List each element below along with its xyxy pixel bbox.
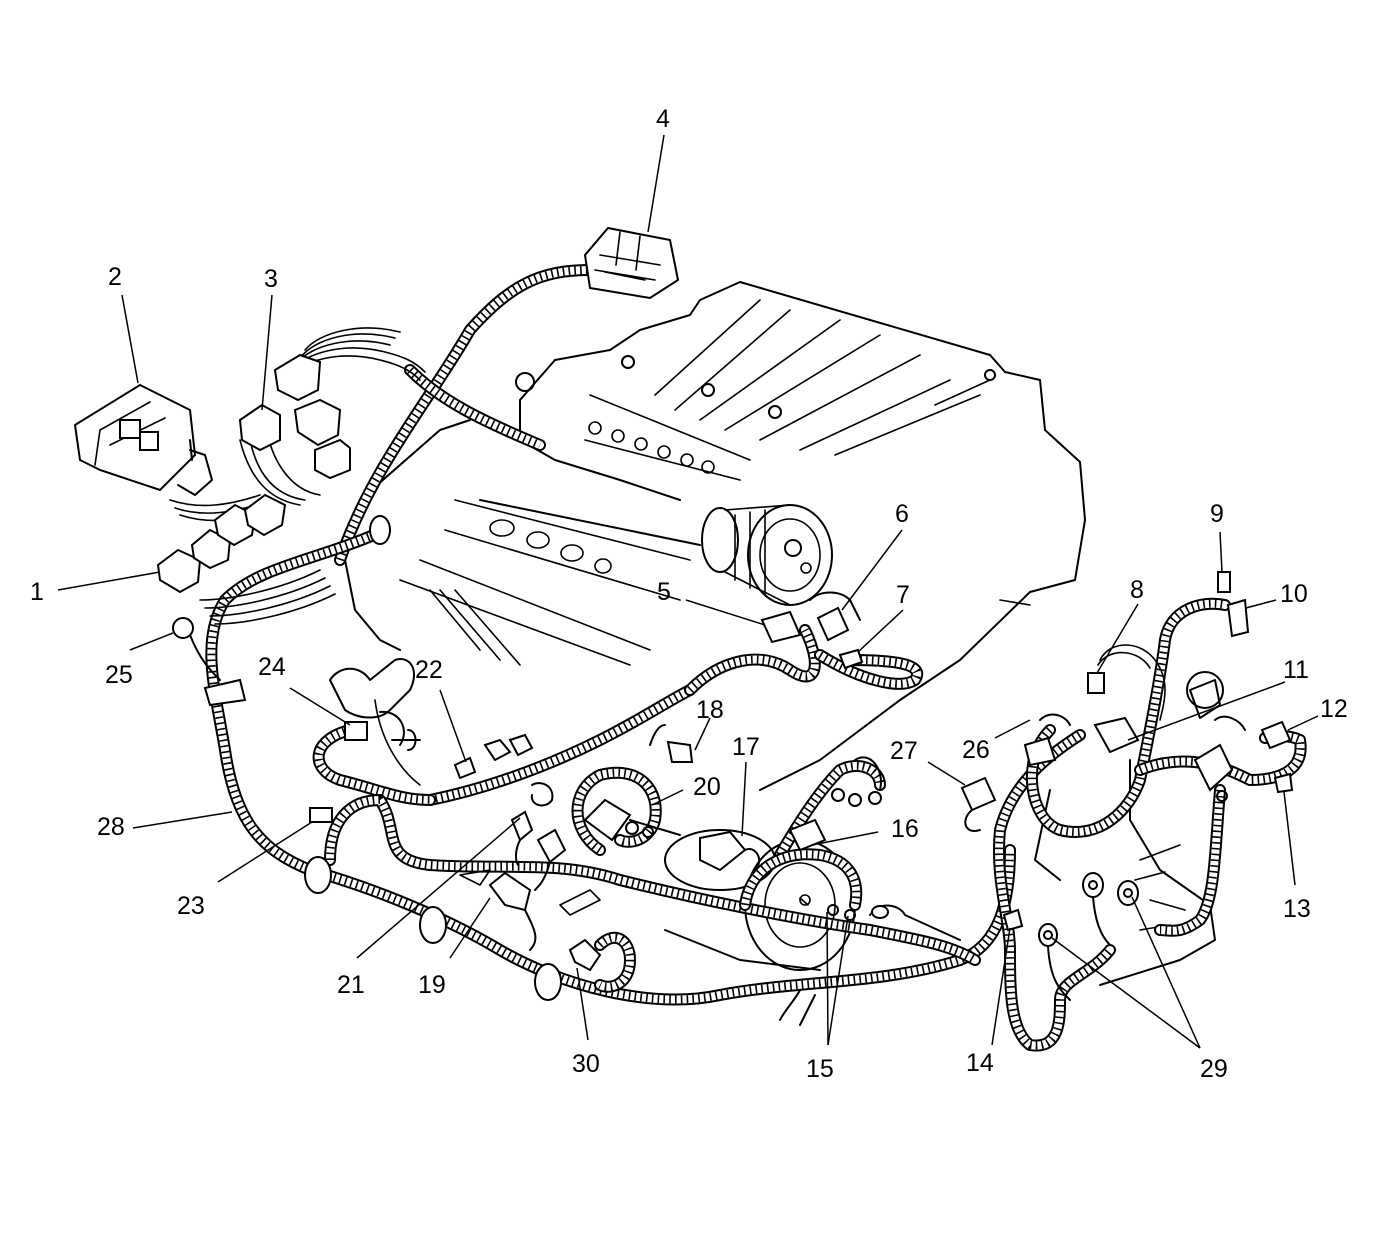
callout-30: 30 [572, 1050, 600, 1078]
callout-labels: 1 2 3 4 5 6 7 8 9 10 11 12 13 14 15 16 1… [30, 105, 1348, 1083]
callout-23: 23 [177, 892, 205, 920]
callout-21: 21 [337, 971, 365, 999]
callout-19: 19 [418, 971, 446, 999]
callout-6: 6 [895, 500, 909, 528]
connector-26 [1023, 736, 1057, 767]
connector-upper-18 [483, 733, 534, 762]
connector-1 [156, 493, 287, 594]
grommet-upper [369, 515, 391, 545]
callout-10: 10 [1280, 580, 1308, 608]
alternator [701, 504, 833, 606]
callout-18: 18 [696, 696, 724, 724]
connector-3 [238, 353, 351, 480]
connector-10 [1226, 598, 1250, 638]
connector-27 [960, 776, 997, 832]
connector-30 [568, 938, 602, 972]
leader-lines [57, 134, 1319, 1049]
callout-29: 29 [1200, 1055, 1228, 1083]
callout-8: 8 [1130, 576, 1144, 604]
callout-26: 26 [962, 736, 990, 764]
connector-2 [73, 383, 213, 496]
connector-8 [1087, 672, 1105, 694]
callout-20: 20 [693, 773, 721, 801]
connector-bundle-left [169, 327, 426, 625]
fuel-injector-row [588, 421, 715, 474]
connector-misc-center [534, 828, 601, 916]
grommet-lower-2 [419, 906, 447, 944]
connector-20 [583, 798, 681, 842]
connector-11 [1039, 713, 1140, 754]
connector-14 [1002, 908, 1024, 932]
callout-24: 24 [258, 653, 286, 681]
connector-21 [510, 782, 554, 866]
callout-4: 4 [656, 105, 670, 133]
callout-17: 17 [732, 733, 760, 761]
grommet-lower-1 [304, 856, 332, 894]
connector-12 [1214, 715, 1292, 750]
connector-trans-right [1193, 743, 1234, 802]
grommet-lower-3 [534, 963, 562, 1001]
callout-28: 28 [97, 813, 125, 841]
ring-terminals-15 [779, 904, 961, 1026]
callout-2: 2 [108, 263, 122, 291]
connector-19 [459, 869, 537, 951]
callout-13: 13 [1283, 895, 1311, 923]
ring-terminals-16 [788, 756, 882, 852]
connector-5 [760, 610, 802, 644]
callout-7: 7 [896, 581, 910, 609]
connector-18 [649, 724, 694, 763]
callout-9: 9 [1210, 500, 1224, 528]
ground-terminals-29 [1038, 872, 1139, 1001]
callout-25: 25 [105, 661, 133, 689]
callout-12: 12 [1320, 695, 1348, 723]
callout-14: 14 [966, 1049, 994, 1077]
connector-7 [838, 648, 864, 670]
connector-24 [344, 710, 421, 751]
callout-5: 5 [657, 578, 671, 606]
connector-23 [309, 807, 333, 823]
connector-13 [1273, 772, 1294, 794]
engine-block [344, 281, 1086, 791]
connector-6 [809, 591, 861, 642]
connector-9 [1217, 571, 1231, 593]
callout-15: 15 [806, 1055, 834, 1083]
main-harness [205, 264, 1307, 1052]
callout-22: 22 [415, 656, 443, 684]
throttle-body [329, 658, 421, 786]
callout-27: 27 [890, 737, 918, 765]
connector-25 [172, 617, 221, 681]
grommet-28 [203, 678, 247, 707]
callout-16: 16 [891, 815, 919, 843]
callout-1: 1 [30, 578, 44, 606]
component-17 [699, 830, 761, 872]
callout-3: 3 [264, 265, 278, 293]
connector-4 [583, 226, 680, 300]
callout-11: 11 [1283, 656, 1309, 684]
